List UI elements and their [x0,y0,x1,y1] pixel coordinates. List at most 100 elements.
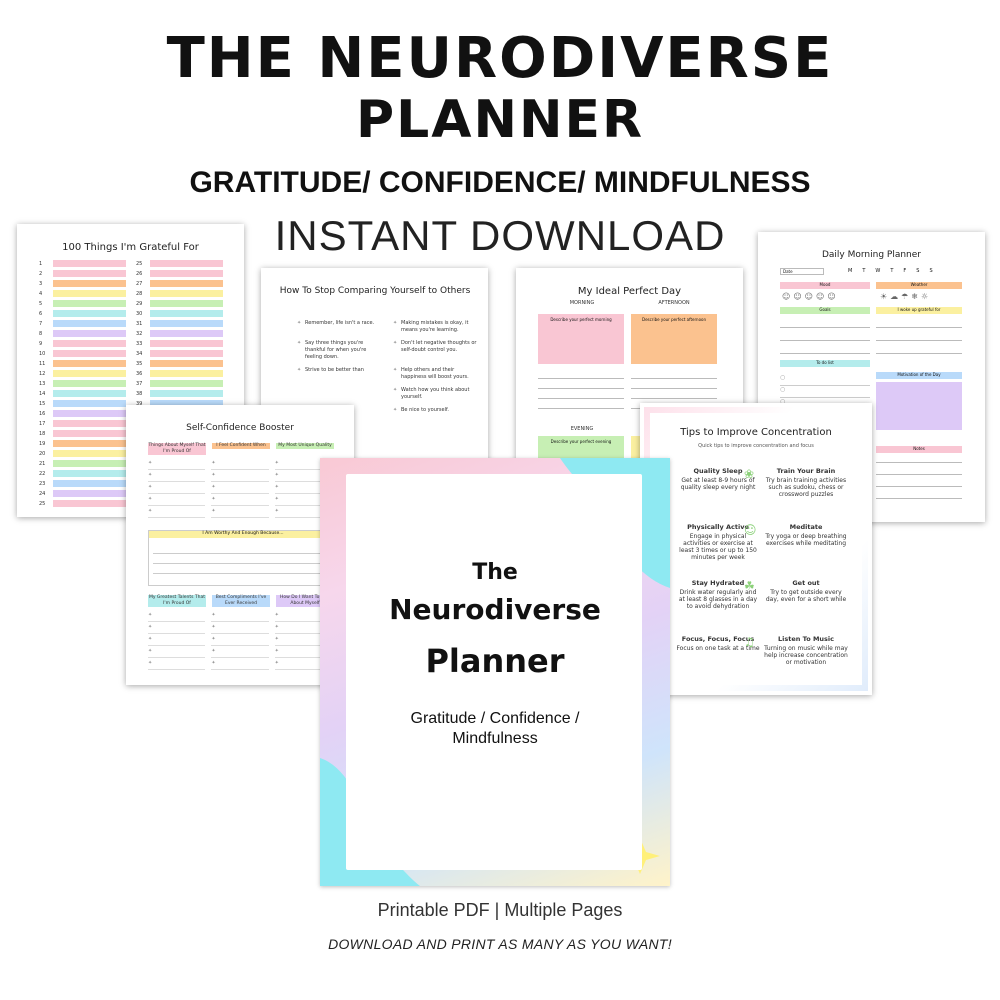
list-number: 5 [39,301,43,307]
list-line[interactable] [150,310,223,317]
table-cell[interactable]: ✦ [211,460,269,470]
date-field[interactable]: Date [780,268,824,275]
list-line[interactable] [150,290,223,297]
mood-icons[interactable]: ☺☺☺☺☺ [782,292,839,301]
table-cell[interactable]: ✦ [211,624,269,634]
table-cell[interactable]: ✦ [274,460,332,470]
list-line[interactable] [150,390,223,397]
day-option[interactable]: F [903,268,907,274]
table-cell[interactable]: ✦ [211,660,269,670]
table-cell[interactable]: ✦ [148,636,206,646]
list-line[interactable] [53,330,126,337]
day-option[interactable]: S [929,268,933,274]
list-line[interactable] [150,300,223,307]
footer-format: Printable PDF | Multiple Pages [377,900,623,920]
weather-header: Weather [876,282,962,289]
list-line[interactable] [53,300,126,307]
table-cell[interactable]: ✦ [274,508,332,518]
list-line[interactable] [150,340,223,347]
list-item: 31 [136,320,229,329]
table-cell[interactable]: ✦ [211,472,269,482]
list-line[interactable] [53,440,126,447]
list-line[interactable] [53,500,126,507]
day-option[interactable]: T [862,268,866,274]
day-option[interactable]: S [916,268,920,274]
list-line[interactable] [53,490,126,497]
table-cell[interactable]: ✦ [274,612,332,622]
list-line[interactable] [150,370,223,377]
weather-icons[interactable]: ☀☁☂❄☼ [880,292,932,301]
list-line[interactable] [150,330,223,337]
table-cell[interactable]: ✦ [211,496,269,506]
goal-line [780,353,870,354]
list-line[interactable] [150,380,223,387]
list-number: 22 [39,471,46,477]
table-cell[interactable]: ✦ [148,648,206,658]
list-line[interactable] [150,360,223,367]
table-cell[interactable]: ✦ [211,484,269,494]
list-line[interactable] [53,460,126,467]
day-option[interactable]: T [890,268,894,274]
table-cell[interactable]: ✦ [274,648,332,658]
day-option[interactable]: W [875,268,881,274]
table-cell[interactable]: ✦ [211,508,269,518]
subtitle: GRATITUDE/ CONFIDENCE/ MINDFULNESS [189,166,811,199]
list-line[interactable] [53,310,126,317]
list-line[interactable] [53,390,126,397]
day-option[interactable]: M [848,268,853,274]
tip-icon: ❀ [744,467,755,481]
list-line[interactable] [53,450,126,457]
table-cell[interactable]: ✦ [211,612,269,622]
list-line[interactable] [150,350,223,357]
grateful-line [876,340,962,341]
table-cell[interactable]: ✦ [148,496,206,506]
table-cell[interactable]: ✦ [148,624,206,634]
table-row: ✦ ✦ ✦ [148,495,338,507]
table-cell[interactable]: ✦ [274,484,332,494]
list-line[interactable] [53,470,126,477]
table-cell[interactable]: ✦ [274,496,332,506]
table-cell[interactable]: ✦ [274,636,332,646]
table-cell[interactable]: ✦ [148,484,206,494]
list-line[interactable] [150,260,223,267]
list-line[interactable] [150,320,223,327]
table-cell[interactable]: ✦ [148,660,206,670]
list-line[interactable] [53,340,126,347]
notes-line [876,474,962,475]
table-cell[interactable]: ✦ [274,624,332,634]
list-line[interactable] [53,410,126,417]
list-line[interactable] [150,400,223,407]
list-line[interactable] [53,400,126,407]
list-line[interactable] [53,260,126,267]
table-cell[interactable]: ✦ [148,460,206,470]
table-cell[interactable]: ✦ [274,472,332,482]
table-cell[interactable]: ✦ [211,636,269,646]
list-item: 16 [39,410,132,419]
list-line[interactable] [150,280,223,287]
table-cell[interactable]: ✦ [148,508,206,518]
tip-item: Help others and their happiness will boo… [393,367,477,381]
list-line[interactable] [53,380,126,387]
table-cell[interactable]: ✦ [148,472,206,482]
list-line[interactable] [150,270,223,277]
list-line[interactable] [53,420,126,427]
list-line[interactable] [53,350,126,357]
ideal-line [631,388,717,389]
table-cell[interactable]: ✦ [148,612,206,622]
notes-header: Notes [876,446,962,453]
notes-line [876,498,962,499]
list-line[interactable] [53,360,126,367]
list-line[interactable] [53,280,126,287]
table-cell[interactable]: ✦ [274,660,332,670]
list-number: 18 [39,431,46,437]
list-line[interactable] [53,430,126,437]
tip-body: Get at least 8-9 hours of quality sleep … [680,477,756,491]
list-line[interactable] [53,480,126,487]
ideal-afternoon-prompt: Describe your perfect afternoon [641,317,707,322]
tip-heading: Train Your Brain [776,467,836,475]
table-cell[interactable]: ✦ [211,648,269,658]
list-line[interactable] [53,290,126,297]
list-line[interactable] [53,320,126,327]
list-line[interactable] [53,270,126,277]
list-line[interactable] [53,370,126,377]
